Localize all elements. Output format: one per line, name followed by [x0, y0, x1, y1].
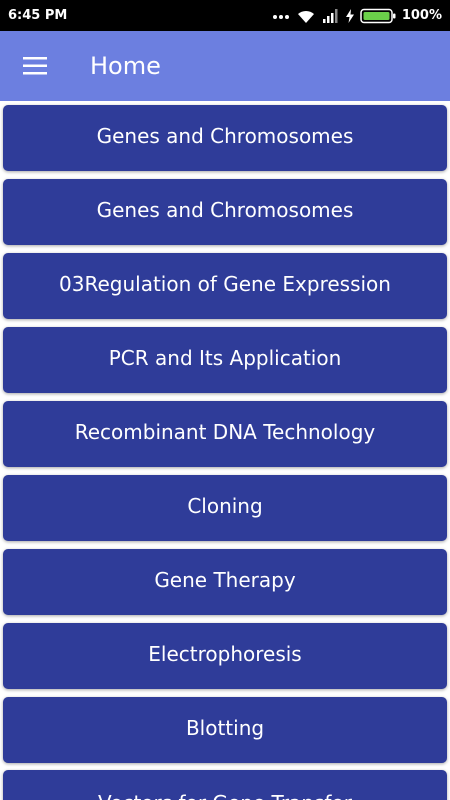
status-time: 6:45 PM — [8, 8, 68, 23]
topic-button[interactable]: Genes and Chromosomes — [3, 105, 447, 171]
topic-button[interactable]: Genes and Chromosomes — [3, 179, 447, 245]
hamburger-menu-icon — [23, 57, 47, 75]
charging-icon — [345, 8, 354, 23]
app-bar: Home — [0, 31, 450, 101]
status-bar: 6:45 PM 100% — [0, 0, 450, 31]
more-dots-icon — [272, 14, 289, 19]
topic-button[interactable]: 03Regulation of Gene Expression — [3, 253, 447, 319]
battery-icon — [360, 8, 396, 23]
topic-button[interactable]: PCR and Its Application — [3, 327, 447, 393]
topic-button[interactable]: Recombinant DNA Technology — [3, 401, 447, 467]
topic-list: Genes and Chromosomes Genes and Chromoso… — [0, 101, 450, 800]
wifi-icon — [297, 10, 314, 23]
battery-percent: 100% — [401, 8, 442, 23]
topic-button[interactable]: Gene Therapy — [3, 549, 447, 615]
page-title: Home — [90, 52, 161, 80]
signal-icon — [322, 8, 338, 23]
status-icons: 100% — [272, 8, 442, 24]
topic-button[interactable]: Blotting — [3, 697, 447, 763]
topic-button[interactable]: Cloning — [3, 475, 447, 541]
topic-button[interactable]: Vectors for Gene Transfer — [3, 770, 447, 800]
menu-button[interactable] — [0, 31, 70, 101]
topic-button[interactable]: Electrophoresis — [3, 623, 447, 689]
